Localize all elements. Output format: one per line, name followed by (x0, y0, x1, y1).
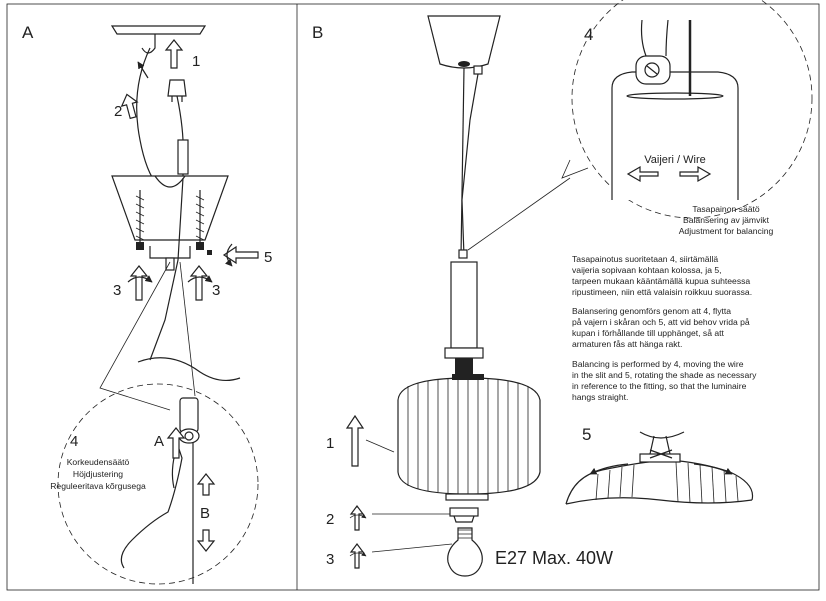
instr-en-3: in reference to the fitting, so that the… (572, 381, 747, 391)
clamp-screw-icon (644, 62, 660, 78)
threaded-rods (135, 190, 205, 250)
instructions: Tasapainotus suoritetaan 4, siirtämällä … (572, 254, 757, 402)
rotate-left-arrow (589, 463, 629, 475)
panel-a-letter: A (22, 23, 34, 42)
arrow-label-a: A (154, 433, 164, 450)
arrow-label-b: B (200, 505, 210, 522)
step-5-a: 5 (264, 249, 272, 266)
arrow-right (679, 165, 712, 183)
connector-plug (167, 79, 187, 97)
shade-edge (137, 357, 241, 382)
tube-detail (179, 397, 199, 433)
detail-circle-height (57, 383, 259, 585)
arrow-up-step-1-b (345, 414, 365, 467)
outer-frame (6, 3, 820, 591)
step-3-a-left: 3 (113, 282, 121, 299)
lamp-socket (455, 358, 473, 378)
panel-a: A 1 2 (22, 23, 272, 585)
instr-fi-1: Tasapainotus suoritetaan 4, siirtämällä (572, 254, 718, 264)
step-3-a-right: 3 (212, 282, 220, 299)
step-2-b: 2 (326, 511, 334, 528)
balance-label-fi: Tasapainon säätö (692, 204, 760, 214)
suspension-wire (136, 47, 159, 187)
arrow-up-step-1 (164, 39, 184, 69)
hand-outline (120, 445, 183, 569)
shade-ribs (407, 378, 529, 494)
arrow-b-down (196, 529, 216, 552)
instr-fi-2: vaijeria sopivaan kohtaan kolossa, ja 5, (572, 265, 722, 275)
detail-number-4-b: 4 (584, 25, 593, 44)
detail-circle-balance (571, 0, 813, 219)
wire-b (460, 67, 465, 257)
arrow-a (166, 427, 186, 459)
rotate-arrow-step-5 (207, 243, 259, 267)
panel-b: B 1 (312, 0, 813, 577)
detail-number-5: 5 (582, 425, 591, 444)
rotate-arrow-step-2-b (349, 505, 367, 531)
instr-sv-3: kupan i förhållande till upphänget, så a… (572, 328, 725, 338)
ceiling-hook (141, 34, 156, 54)
wire-label: Vaijeri / Wire (644, 154, 706, 166)
instr-sv-4: armaturen fås att hänga rakt. (572, 339, 682, 349)
panel-b-letter: B (312, 23, 323, 42)
step-3-b: 3 (326, 551, 334, 568)
wire-clamp (635, 55, 671, 85)
height-adjust-fi: Korkeudensäätö (67, 457, 130, 467)
lantern-shade (397, 377, 541, 495)
instr-fi-4: ripustimeen, niin että valaisin roikkuu … (572, 287, 752, 297)
instr-fi-3: tarpeen mukaan kääntämällä kupua suhtees… (572, 276, 750, 286)
instr-en-1: Balancing is performed by 4, moving the … (572, 359, 744, 369)
instr-en-2: in the slit and 5, rotating the shade as… (572, 370, 757, 380)
height-adjust-sv: Höjdjustering (73, 469, 123, 479)
canopy-b (427, 15, 501, 69)
zoom-lines (99, 261, 171, 411)
ceiling-plate-a (110, 25, 207, 35)
balance-label-sv: Balansering av jämvikt (683, 215, 770, 225)
shade-ring (449, 507, 479, 517)
balance-label-en: Adjustment for balancing (679, 226, 774, 236)
cable-sleeve (177, 139, 189, 175)
detail-number-4-a: 4 (70, 433, 78, 450)
instr-en-4: hangs straight. (572, 392, 628, 402)
rotate-right-arrow (693, 463, 733, 475)
step-1-a: 1 (192, 53, 200, 70)
instr-sv-1: Balansering genomförs genom att 4, flytt… (572, 306, 731, 316)
bulb-spec: E27 Max. 40W (495, 548, 613, 568)
cable-b (461, 73, 479, 257)
step-2-a: 2 (114, 103, 122, 120)
lamp-canopy (111, 175, 229, 241)
height-adjust-et: Reguleeritava kõrgusega (50, 481, 146, 491)
lamp-tube (450, 261, 478, 349)
arrow-b-up (196, 473, 216, 496)
rotate-arrows-step-3 (127, 265, 213, 301)
arrow-left (626, 165, 659, 183)
shade-fitting (639, 453, 681, 463)
instr-sv-2: på vajern i skåran och 5, att vid behov … (572, 317, 750, 327)
rotate-arrow-step-3-b (349, 543, 367, 569)
step-1-b: 1 (326, 435, 334, 452)
light-bulb (447, 527, 483, 577)
balance-cylinder (611, 71, 739, 200)
